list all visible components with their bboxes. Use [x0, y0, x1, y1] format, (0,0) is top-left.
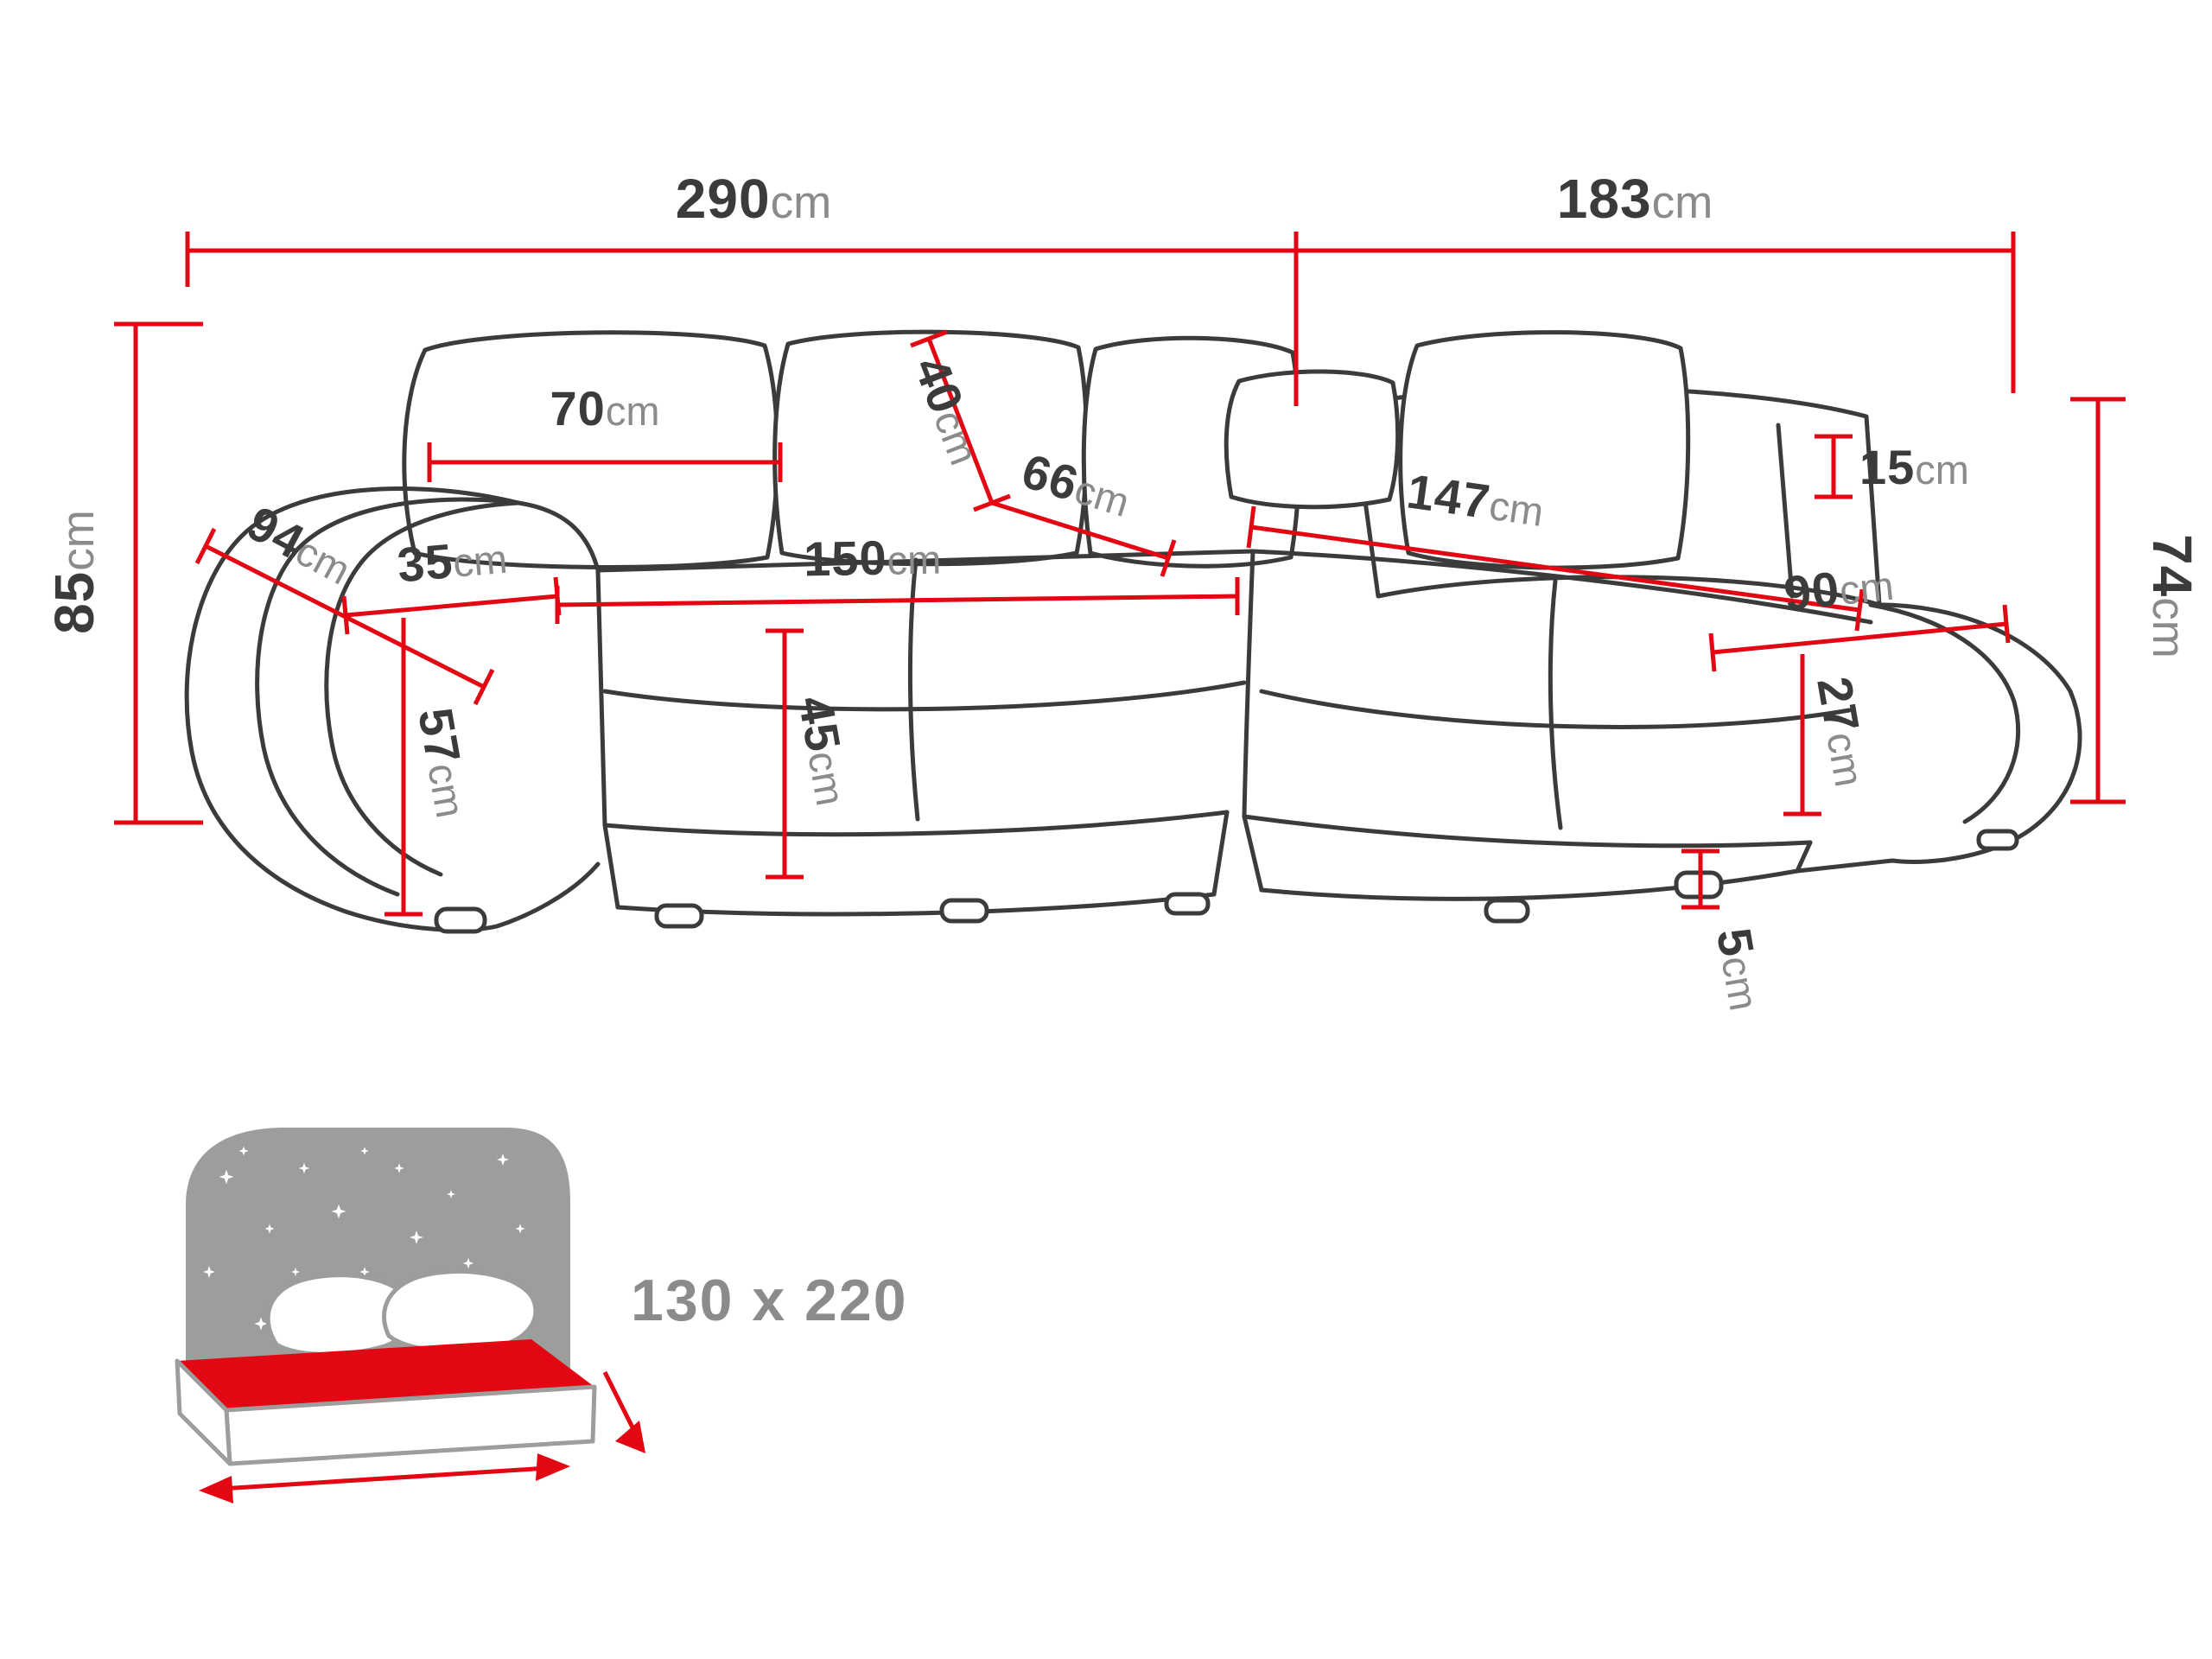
dim-seat-cushion-height: 27cm [1783, 654, 1879, 817]
dim-height-right: 74cm [2070, 397, 2203, 804]
dim-tick [1708, 632, 1717, 672]
dim-label-height-left: 85cm [43, 510, 105, 634]
foot [1484, 898, 1530, 924]
left-arm-roll-2 [324, 500, 521, 877]
corner-seam [1242, 549, 1255, 819]
dim-tick [1246, 505, 1256, 549]
dim-label-total-depth: 183cm [1557, 168, 1713, 230]
dim-label-back-cushion-width: 70cm [550, 381, 660, 435]
dim-seat-height: 45cm [766, 628, 861, 880]
dim-tick [473, 668, 495, 706]
foot [654, 903, 704, 929]
right-arm-roll [1868, 602, 2021, 824]
dim-label-seat-height: 45cm [788, 692, 861, 810]
dim-chaise-length: 147cm [1246, 463, 1865, 632]
dim-label-arm-depth: 94cm [238, 495, 361, 594]
arrow-head-icon [615, 1421, 645, 1453]
arrow-line [207, 1465, 563, 1492]
left-arm-outer [184, 486, 601, 932]
dim-tick [194, 527, 217, 565]
dim-label-total-width: 290cm [676, 168, 831, 230]
dim-back-panel: 15cm [1815, 434, 1969, 499]
dim-label-arm-width: 35cm [395, 529, 509, 593]
mattress-length-arrow [602, 1370, 645, 1453]
foot [434, 906, 487, 934]
dim-leg-height: 5cm [1681, 849, 1775, 1014]
dim-tick [1160, 539, 1177, 577]
right-backrest-seam [1776, 423, 1795, 599]
right-seat-top-edge [1250, 549, 1873, 625]
sofa-illustration [184, 329, 2082, 934]
arrow-head-icon [199, 1476, 233, 1503]
dim-back-cushion-width: 70cm [427, 381, 783, 482]
right-seat-front-top [1242, 814, 1813, 849]
dim-line [926, 338, 995, 504]
dim-line [345, 594, 558, 618]
mattress-width-arrow [199, 1453, 570, 1503]
dim-label-chaise-width: 90cm [1782, 556, 1897, 621]
dim-arm-width: 35cm [341, 529, 562, 635]
corner-pillow [1224, 369, 1401, 510]
arrow-head-icon [536, 1453, 570, 1481]
pillow-icon [381, 1269, 538, 1353]
sleeping-area-icon [175, 1128, 645, 1503]
dim-tick [910, 329, 948, 348]
dim-arm-height: 57cm [385, 618, 480, 917]
left-seat-split-seam [907, 557, 920, 822]
dim-label-height-right: 74cm [2141, 534, 2203, 658]
sleeping-area-label: 130 x 220 [631, 1268, 908, 1333]
left-seat-top-edge [595, 549, 1255, 573]
right-seat-left-edge [1242, 814, 1264, 893]
right-arm-outer [1795, 602, 2082, 874]
dim-line [556, 594, 1238, 607]
dim-total-depth: 183cm [1296, 168, 2016, 393]
dim-label-seat-width: 150cm [804, 530, 942, 587]
dim-label-seat-cushion-height: 27cm [1807, 673, 1879, 791]
dim-height-left: 85cm [43, 321, 203, 825]
dim-tick [1854, 588, 1865, 632]
dim-seat-width: 150cm [555, 530, 1240, 624]
dim-line [1250, 524, 1860, 613]
left-seat-front-bottom [615, 892, 1217, 917]
right-seat-front-bottom [1259, 868, 1800, 901]
dim-tick [2002, 604, 2011, 644]
dim-label-leg-height: 5cm [1707, 924, 1775, 1014]
dim-line [1712, 621, 2007, 655]
right-seat-tuft [1259, 689, 1852, 729]
right-seat-right-edge [1795, 840, 1813, 874]
dim-label-arm-height: 57cm [408, 704, 480, 822]
foot [939, 898, 989, 924]
left-seat-tuft [602, 680, 1247, 712]
foot [1164, 892, 1211, 916]
dim-total-width: 290cm [185, 168, 1299, 406]
left-arm-roll-1 [255, 497, 521, 897]
back-cushion-right [1398, 330, 1691, 570]
foot [1976, 829, 2019, 851]
dim-line [991, 500, 1169, 561]
back-cushion-1 [402, 330, 780, 569]
mattress-side [175, 1358, 232, 1466]
dim-label-back-panel: 15cm [1859, 440, 1969, 494]
right-seat-split-seam [1548, 578, 1563, 830]
left-seat-right-edge [1211, 810, 1230, 897]
dim-chaise-width: 90cm [1708, 556, 2011, 672]
dim-tick [341, 595, 350, 635]
left-seat-left-edge [595, 568, 620, 910]
dim-label-chaise-length: 147cm [1404, 463, 1548, 537]
left-seat-front-top [602, 810, 1230, 837]
left-arm-inner-edge [516, 500, 601, 573]
